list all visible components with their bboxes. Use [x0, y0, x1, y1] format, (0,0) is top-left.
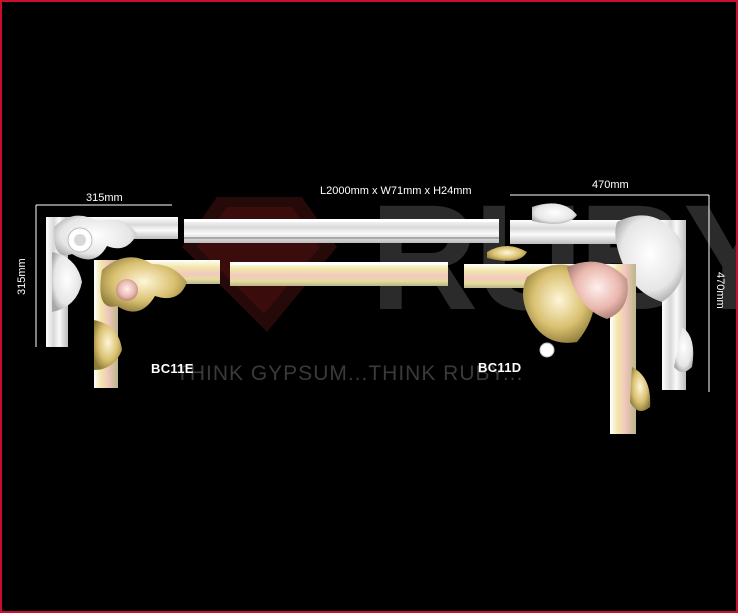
product-code-left: BC11E [151, 361, 194, 376]
product-code-right: BC11D [478, 360, 522, 375]
rod-dimension-label: L2000mm x W71mm x H24mm [320, 185, 472, 197]
rod-white [184, 219, 499, 243]
watermark-tagline: THINK GYPSUM...THINK RUBY... [176, 362, 524, 385]
corner-bc11d-white [510, 203, 694, 390]
corner-bc11e-gold [94, 257, 220, 388]
dimension-lines-left [35, 204, 172, 347]
left-height-label: 315mm [16, 258, 28, 295]
right-width-label: 470mm [592, 179, 629, 191]
corner-bc11e-white [46, 215, 178, 347]
right-height-label: 470mm [714, 272, 726, 309]
rod-gold [230, 262, 448, 286]
dimension-lines-right [510, 194, 710, 392]
corner-bc11d-color [464, 246, 651, 434]
left-width-label: 315mm [86, 192, 123, 204]
